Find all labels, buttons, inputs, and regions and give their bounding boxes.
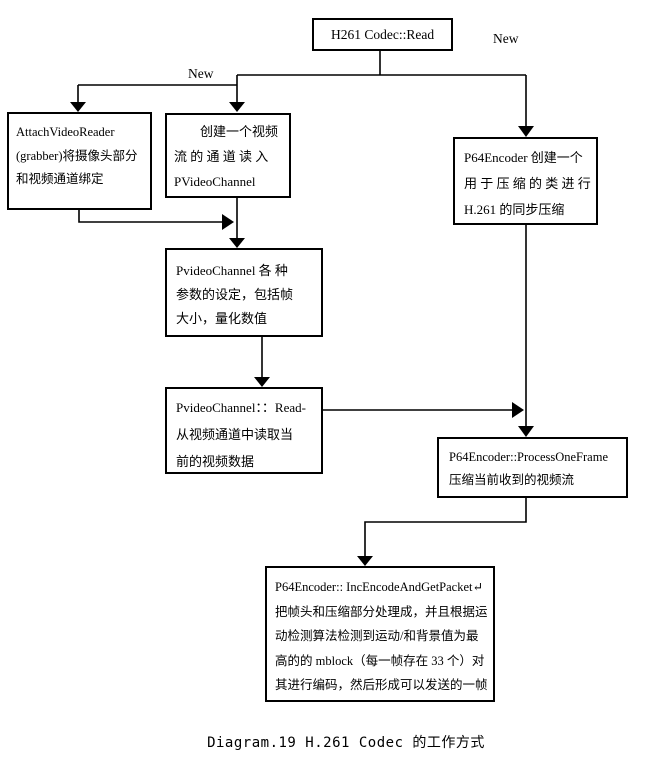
- connector-process-frame-to-inc-encode: [357, 498, 527, 566]
- node-p64-create-line-1: P64Encoder 创建一个: [464, 150, 583, 165]
- label-new-left: New: [186, 66, 216, 82]
- node-create-line-1: 创建一个视频: [200, 124, 279, 139]
- node-channel-read-line-2: 从视频通道中读取当: [176, 427, 294, 442]
- node-channel-read-line-3: 前的视频数据: [176, 454, 255, 469]
- diagram-caption: Diagram.19 H.261 Codec 的工作方式: [207, 735, 485, 751]
- node-process-frame-line-1: P64Encoder::ProcessOneFrame: [449, 450, 608, 464]
- node-channel-read-line-1: PvideoChannel：：Read-: [176, 400, 306, 415]
- node-create-line-3: PVideoChannel: [174, 174, 256, 189]
- connector-read-to-branch: [237, 51, 526, 76]
- node-pvideochannel-set-params: PvideoChannel 各 种 参数的设定，包括帧 大小，量化数值: [165, 248, 323, 337]
- connector-p64-create-to-process-frame: [518, 225, 534, 437]
- node-attach-line-3: 和视频通道绑定: [16, 172, 104, 186]
- node-p64encoder-create: P64Encoder 创建一个 用 于 压 缩 的 类 进 行 H.261 的同…: [453, 137, 598, 225]
- connector-branch-to-attach: [70, 84, 237, 112]
- connector-attach-to-junction: [78, 210, 234, 230]
- node-params-line-1: PvideoChannel 各 种: [176, 263, 288, 278]
- node-inc-encode-line-4: 高的的 mblock（每一帧存在 33 个）对: [275, 653, 485, 668]
- node-h261-codec-read-label: H261 Codec::Read: [331, 27, 435, 42]
- node-inc-encode-line-2: 把帧头和压缩部分处理成，并且根据运: [275, 604, 488, 619]
- connector-channel-read-to-junction: [323, 402, 524, 418]
- node-pvideochannel-read: PvideoChannel：：Read- 从视频通道中读取当 前的视频数据: [165, 387, 323, 474]
- node-p64encoder-process-one-frame: P64Encoder::ProcessOneFrame 压缩当前收到的视频流: [437, 437, 628, 498]
- node-params-line-3: 大小，量化数值: [176, 311, 268, 326]
- node-attach-line-1: AttachVideoReader: [16, 125, 115, 139]
- node-h261-codec-read: H261 Codec::Read: [312, 18, 453, 51]
- node-attach-video-reader: AttachVideoReader (grabber)将摄像头部分 和视频通道绑…: [7, 112, 152, 210]
- node-p64encoder-inc-encode-get-packet: P64Encoder:: IncEncodeAndGetPacket↵ 把帧头和…: [265, 566, 495, 702]
- node-create-video-channel: 创建一个视频 流 的 通 道 读 入 PVideoChannel: [165, 113, 291, 198]
- node-p64-create-line-3: H.261 的同步压缩: [464, 202, 565, 217]
- node-create-line-2: 流 的 通 道 读 入: [174, 149, 269, 164]
- label-new-right: New: [491, 31, 521, 47]
- node-params-line-2: 参数的设定，包括帧: [176, 287, 294, 302]
- connector-branch-to-create-channel: [229, 75, 245, 112]
- node-inc-encode-line-1: P64Encoder:: IncEncodeAndGetPacket↵: [275, 580, 483, 594]
- node-attach-line-2: (grabber)将摄像头部分: [16, 148, 138, 163]
- node-inc-encode-line-3: 动检测算法检测到运动/和背景值为最: [275, 629, 479, 643]
- connector-branch-to-p64-create: [518, 75, 534, 137]
- node-inc-encode-line-5: 其进行编码，然后形成可以发送的一帧: [275, 678, 488, 692]
- node-p64-create-line-2: 用 于 压 缩 的 类 进 行: [464, 176, 591, 191]
- connector-create-channel-to-set-params: [229, 198, 245, 248]
- connector-set-params-to-channel-read: [254, 337, 270, 387]
- node-process-frame-line-2: 压缩当前收到的视频流: [449, 473, 575, 487]
